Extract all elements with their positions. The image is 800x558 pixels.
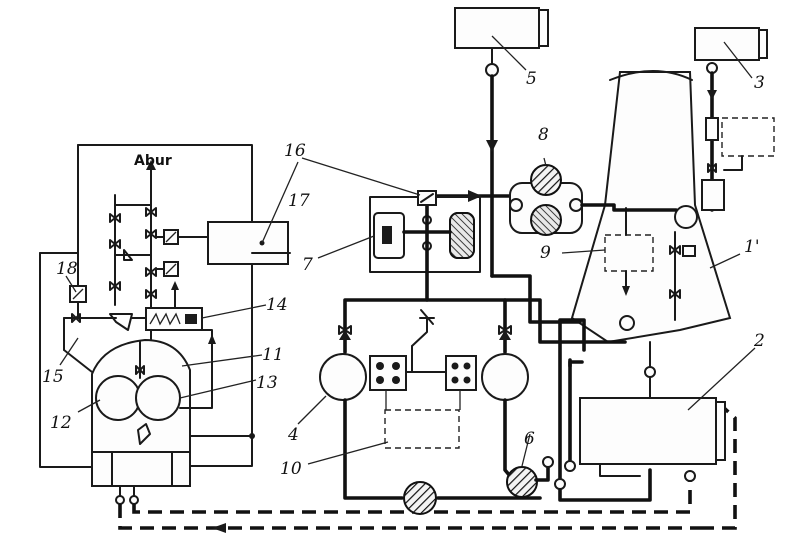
tank-5-box: [454, 7, 540, 49]
pump-4-left: [319, 353, 367, 401]
engine-block: [570, 71, 732, 344]
drum-13: [135, 375, 181, 421]
heater-coil-icon: [149, 312, 181, 326]
label-5: 5: [526, 69, 537, 89]
label-6: 6: [524, 429, 535, 449]
return-arrow-icon: [212, 523, 226, 533]
cooler-8-bottom: [530, 204, 562, 236]
boiler-base: [91, 451, 191, 487]
unit-9-box: [604, 234, 654, 272]
drum-12: [95, 375, 141, 421]
line-15: [39, 252, 93, 468]
label-7: 7: [302, 255, 313, 275]
steam-arrow-icon: [146, 160, 156, 170]
label-14: 14: [266, 295, 288, 315]
return-line-upper: [118, 504, 700, 530]
engine-pump: [674, 205, 698, 229]
labels: Abur 1' 2 3 4 5 6 7 8 9 10 11 12 13 14 1…: [42, 69, 765, 479]
steam-label: Abur: [134, 153, 172, 169]
pump-4-right: [481, 353, 529, 401]
label-15: 15: [42, 367, 64, 387]
cooler-8-top: [530, 164, 562, 196]
engine-1: [570, 70, 732, 344]
label-1: 1': [744, 237, 760, 257]
unit-10-box: [384, 409, 460, 449]
control-board-right: [445, 355, 477, 391]
label-11: 11: [262, 345, 284, 365]
label-12: 12: [50, 413, 72, 433]
tank-3: [694, 27, 775, 212]
tank-2: [579, 341, 726, 477]
label-4: 4: [287, 425, 299, 445]
label-13: 13: [256, 373, 278, 393]
pump-6: [506, 466, 538, 498]
control-board-left: [369, 355, 407, 391]
pump-bottom: [403, 481, 437, 515]
unit-17-box: [207, 221, 289, 265]
tank-2-box: [579, 397, 717, 465]
label-17: 17: [288, 191, 310, 211]
label-3: 3: [754, 73, 765, 93]
label-2: 2: [753, 331, 765, 351]
label-8: 8: [538, 125, 549, 145]
exchanger-8: [418, 164, 678, 236]
label-16: 16: [284, 141, 306, 161]
return-lines: [118, 406, 737, 533]
tank-3-box: [694, 27, 760, 61]
pump-group: [319, 274, 652, 515]
filter-7: [369, 190, 481, 302]
leader-lines: [59, 35, 756, 467]
flow-down-arrow-icon: [486, 140, 498, 152]
boiler-valves: [109, 207, 157, 299]
boiler-frame: [77, 144, 253, 467]
label-18: 18: [56, 259, 78, 279]
pump-18-icon: [109, 313, 133, 331]
label-9: 9: [540, 243, 551, 263]
burner-icon: [137, 423, 151, 445]
label-10: 10: [280, 459, 302, 479]
boiler-subsystem: [39, 144, 291, 505]
